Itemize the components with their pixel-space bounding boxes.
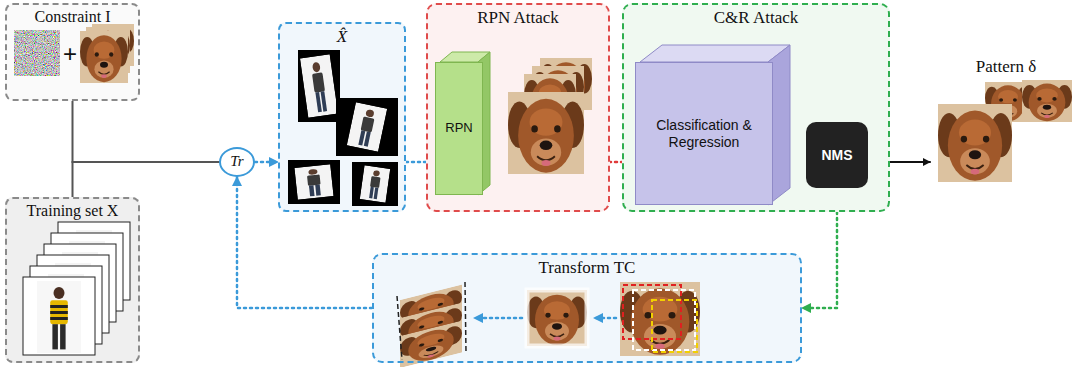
- tilted-photo: [294, 164, 333, 200]
- node-text: Training set X: [27, 202, 119, 220]
- tilted-photo: [360, 165, 390, 202]
- node-text: C&R Attack: [714, 8, 799, 28]
- fade-border: [527, 290, 587, 346]
- black-canvas: [298, 50, 340, 122]
- flow-connector: [73, 101, 220, 162]
- node-text: X̂: [337, 27, 347, 47]
- panel-fill: [622, 3, 890, 212]
- warp-guide: [465, 282, 466, 352]
- node-text: RPN Attack: [477, 8, 559, 28]
- dog-image: [620, 282, 700, 356]
- black-canvas: [288, 160, 340, 204]
- node-text: NMS: [817, 147, 856, 163]
- flow-connector: [255, 161, 278, 164]
- tilted-photo: [300, 54, 338, 118]
- dog-image: [80, 31, 128, 83]
- dog-image: [938, 104, 1012, 182]
- rpn-block: RPN: [435, 62, 483, 195]
- classifier-block: Classification & Regression: [635, 62, 773, 205]
- node-text: Pattern δ: [976, 57, 1036, 77]
- dog-image: [508, 92, 584, 174]
- transform-circle: Tr: [219, 147, 255, 177]
- panel-fill: [278, 22, 406, 212]
- training-set-panel: Training set X: [5, 197, 140, 363]
- node-text: Classification & Regression: [636, 117, 772, 149]
- rpn-attack-panel: RPN AttackRPN: [426, 3, 610, 212]
- dog-image: [1022, 80, 1072, 122]
- nms-block: NMS: [806, 122, 868, 188]
- step-arrow: [594, 317, 616, 320]
- transform-steps: [397, 282, 700, 367]
- panel-fills: [5, 3, 890, 363]
- panel-fill: [5, 197, 140, 363]
- panel-fill: [426, 3, 610, 212]
- node-text: Constraint I: [35, 8, 111, 26]
- photo-card: [23, 277, 95, 355]
- cube-top-face: [640, 45, 790, 62]
- transformed-set-panel: X̂: [278, 22, 406, 212]
- transformed-images: [288, 50, 398, 206]
- panel-fill: [5, 3, 140, 101]
- person-image: [300, 54, 338, 118]
- step-arrow: [474, 317, 522, 320]
- transform-panel: Transform TC: [372, 253, 802, 363]
- black-canvas: [352, 162, 398, 206]
- node-text: Transform TC: [539, 258, 636, 278]
- person-image: [347, 102, 387, 152]
- crop-box: [652, 300, 697, 352]
- noise-constraint: [14, 30, 60, 76]
- person-image: [37, 281, 81, 353]
- tilted-photo: [347, 102, 387, 152]
- person-image: [294, 164, 333, 200]
- person-image: [360, 165, 390, 202]
- dog-image: [400, 321, 462, 367]
- dog-image: [527, 290, 587, 346]
- node-text: RPN: [441, 121, 476, 136]
- pattern-output: Pattern δ: [930, 54, 1082, 210]
- cr-attack-panel: C&R AttackClassification & RegressionNMS: [622, 3, 890, 212]
- node-text: Tr: [226, 153, 247, 170]
- warp-guide: [397, 296, 402, 360]
- flow-connector: [73, 162, 220, 197]
- black-canvas: [336, 98, 398, 156]
- plus-sign: +: [63, 40, 77, 68]
- training-images: [23, 222, 130, 355]
